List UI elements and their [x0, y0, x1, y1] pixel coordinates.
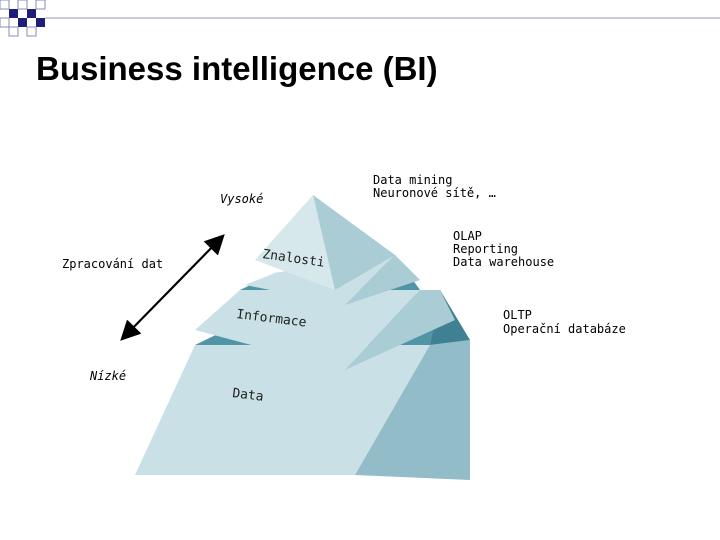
page-title: Business intelligence (BI): [36, 50, 438, 87]
axis-middle-label: Zpracování dat: [62, 257, 163, 271]
deco-square-outline: [17, 0, 28, 10]
deco-square-outline: [26, 26, 37, 37]
description-line: Data mining: [373, 173, 452, 187]
deco-square-outline: [0, 0, 10, 10]
description-line: Data warehouse: [453, 255, 554, 269]
deco-square-outline: [35, 0, 46, 10]
level-label-data: Data: [232, 386, 265, 405]
pyramid-data-side: [355, 340, 470, 480]
deco-square: [27, 9, 36, 18]
axis-low-label: Nízké: [89, 369, 126, 383]
deco-square: [36, 18, 45, 27]
description-line: OLTP: [503, 308, 532, 322]
description-line: Neuronové sítě, …: [373, 186, 496, 200]
deco-square: [9, 9, 18, 18]
pyramid-olap-side: [345, 255, 420, 305]
pyramid-informace-side: [345, 290, 455, 370]
description-line: OLAP: [453, 229, 482, 243]
pyramid-znalosti-side: [313, 195, 395, 290]
description-line: Operační databáze: [503, 322, 626, 336]
header-decoration: [0, 0, 720, 37]
deco-square: [18, 18, 27, 27]
pyramid-data-front: [135, 345, 430, 475]
pyramid-znalosti-front: [255, 195, 335, 290]
axis-high-label: Vysoké: [220, 192, 263, 206]
processing-arrow-up: [122, 234, 225, 339]
deco-square-outline: [0, 17, 10, 28]
deco-square-outline: [8, 26, 19, 37]
description-line: Reporting: [453, 242, 518, 256]
